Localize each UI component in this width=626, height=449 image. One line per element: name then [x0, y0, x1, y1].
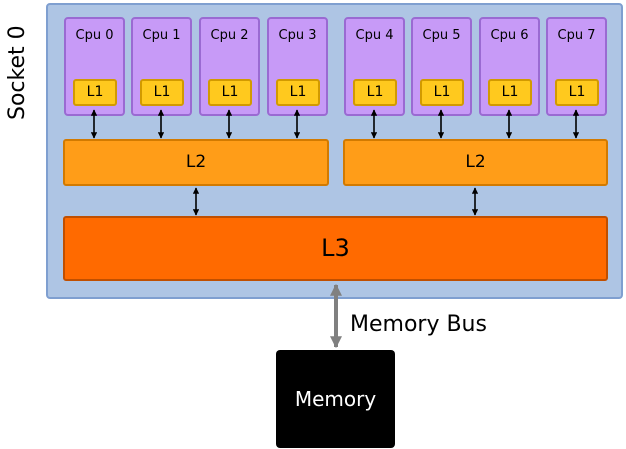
cpu-box-0: Cpu 0 L1 [64, 17, 125, 116]
l1-cache-0: L1 [73, 79, 117, 106]
l2-cache-left: L2 [63, 139, 329, 186]
cpu-label-5: Cpu 5 [422, 28, 461, 43]
l1-cache-3: L1 [276, 79, 320, 106]
cpu-label-4: Cpu 4 [355, 28, 394, 43]
cpu-label-0: Cpu 0 [75, 28, 114, 43]
cpu-box-6: Cpu 6 L1 [479, 17, 540, 116]
l1-cache-4: L1 [353, 79, 397, 106]
cpu-label-2: Cpu 2 [210, 28, 249, 43]
cpu-label-3: Cpu 3 [278, 28, 317, 43]
cpu-label-1: Cpu 1 [142, 28, 181, 43]
l1-cache-6: L1 [488, 79, 532, 106]
cpu-box-2: Cpu 2 L1 [199, 17, 260, 116]
memory-bus-label: Memory Bus [350, 312, 487, 337]
cpu-box-3: Cpu 3 L1 [267, 17, 328, 116]
cpu-box-7: Cpu 7 L1 [546, 17, 607, 116]
l1-cache-2: L1 [208, 79, 252, 106]
l1-cache-7: L1 [555, 79, 599, 106]
l1-cache-5: L1 [420, 79, 464, 106]
cpu-label-6: Cpu 6 [490, 28, 529, 43]
cpu-label-7: Cpu 7 [557, 28, 596, 43]
cpu-box-1: Cpu 1 L1 [131, 17, 192, 116]
memory-box: Memory [276, 350, 395, 448]
l2-cache-right: L2 [343, 139, 608, 186]
l3-cache: L3 [63, 216, 608, 281]
l1-cache-1: L1 [140, 79, 184, 106]
